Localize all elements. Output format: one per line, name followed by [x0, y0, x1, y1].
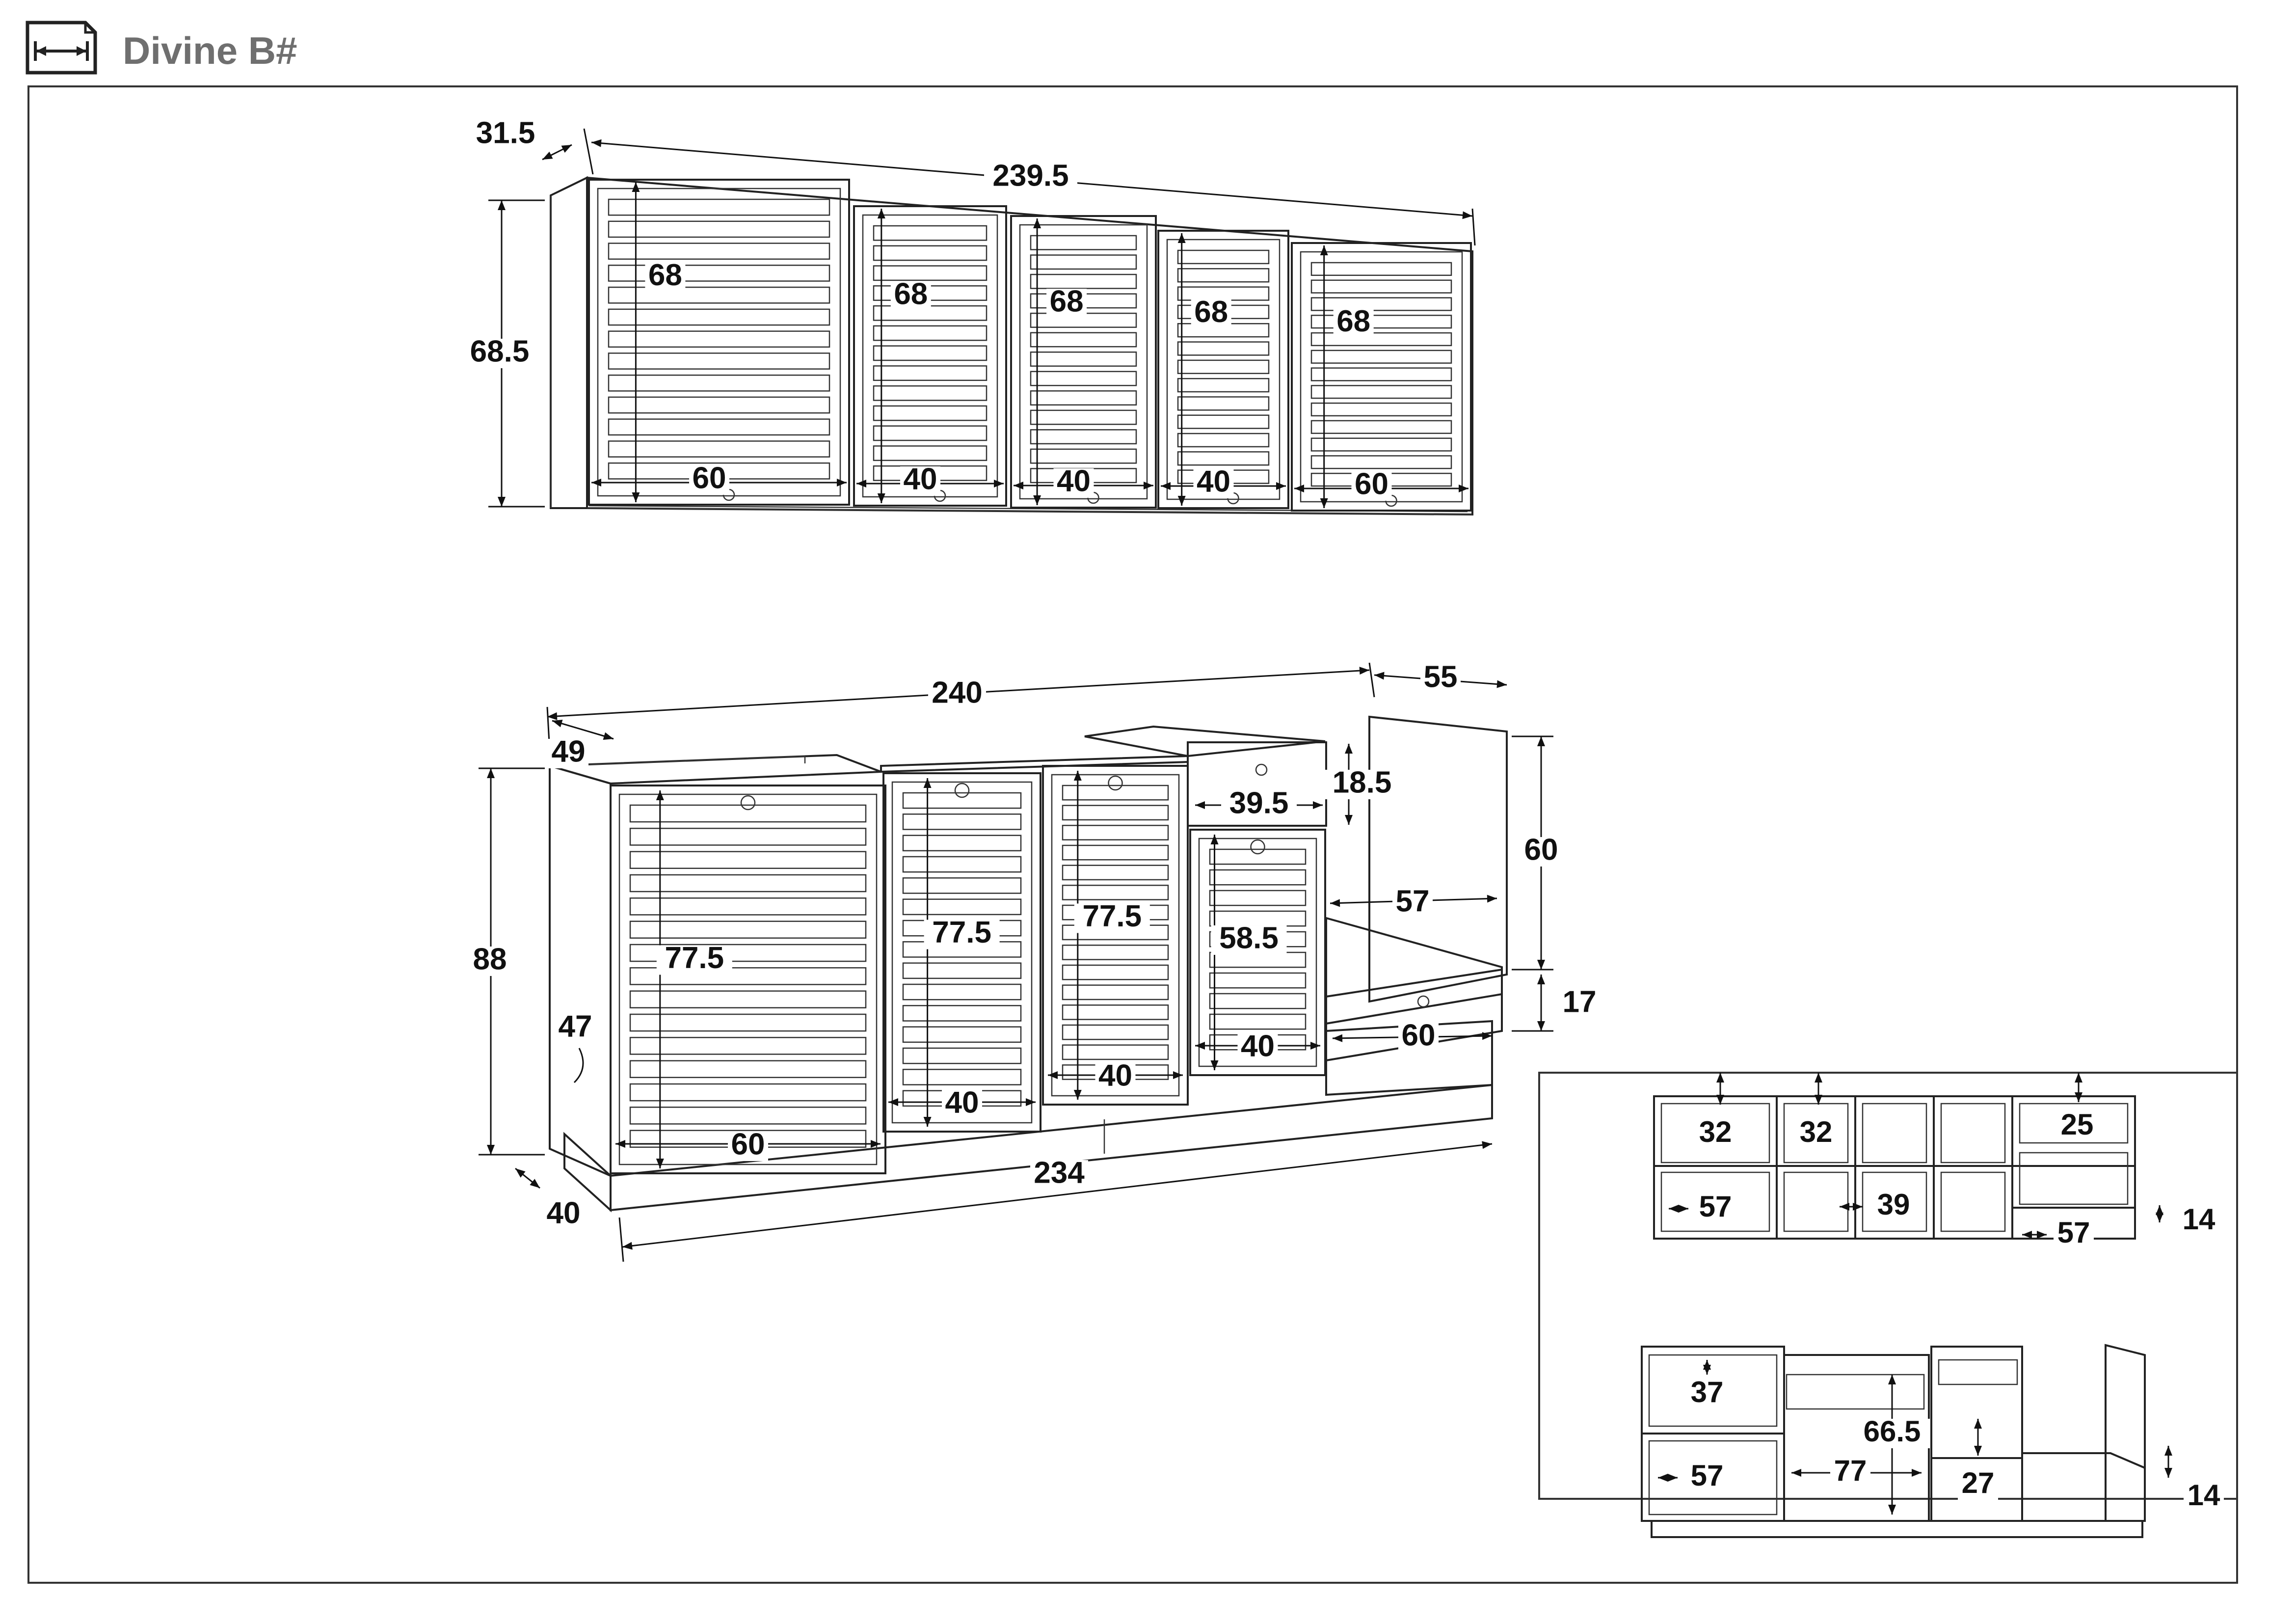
inset-panel: 32 32 25 57 39 57 14 37 66.5 57 77 27 14 — [1538, 1072, 2238, 1538]
door-height-label: 68 — [648, 258, 682, 292]
door-height-label: 68 — [894, 277, 928, 311]
inset-dimension-label: 77 — [1834, 1454, 1867, 1487]
door-width-label: 60 — [1355, 467, 1388, 501]
plinth-depth-label: 40 — [547, 1196, 581, 1230]
inset-dimension-label: 32 — [1699, 1115, 1732, 1148]
door-height-label: 68 — [1050, 285, 1084, 319]
inset-dimension-label: 57 — [1691, 1459, 1724, 1492]
door-width-label: 40 — [904, 462, 937, 496]
inset-dimensions: 32 32 25 57 39 57 14 37 66.5 57 77 27 14 — [1658, 1073, 2224, 1515]
drawer-width-label: 39.5 — [1229, 786, 1289, 820]
lower-door — [882, 772, 1041, 1133]
lower-base-cabinet — [549, 715, 1508, 1213]
inset-dimension-label: 32 — [1800, 1115, 1833, 1148]
height-label: 68.5 — [470, 334, 530, 368]
inset-dimension-label: 57 — [2057, 1216, 2090, 1249]
inset-dimension-label: 66.5 — [1864, 1415, 1921, 1448]
upper-door — [1010, 215, 1157, 509]
inset-dimension-label: 39 — [1877, 1188, 1910, 1221]
door-width-label: 40 — [1197, 464, 1230, 498]
door-height-label: 77.5 — [665, 941, 724, 975]
upper-door — [588, 179, 850, 506]
door-height-label: 77.5 — [1082, 899, 1142, 933]
page-title: Divine B# — [123, 29, 297, 72]
header: Divine B# — [25, 20, 515, 83]
overall-width-label: 240 — [932, 676, 982, 709]
inner-width-label: 57 — [1396, 884, 1430, 918]
plinth-width-label: 234 — [1034, 1156, 1085, 1190]
inset-dimension-label: 27 — [1962, 1466, 1995, 1499]
door-height-label: 68 — [1336, 304, 1370, 338]
lower-door — [610, 785, 886, 1174]
inner-depth-label: 47 — [559, 1009, 592, 1043]
door-height-label: 68 — [1194, 295, 1228, 329]
door-height-label: 58.5 — [1219, 921, 1279, 955]
height-label: 88 — [473, 942, 507, 976]
drawer-height-label: 18.5 — [1333, 765, 1392, 799]
door-width-label: 60 — [731, 1127, 765, 1161]
door-width-label: 60 — [693, 461, 726, 495]
panel-height-label: 60 — [1524, 833, 1558, 866]
side-depth-label: 55 — [1424, 660, 1458, 694]
upper-door — [853, 205, 1007, 507]
dimension-annotations: 68 60 68 40 68 40 68 40 68 60 239.5 31.5 68.5 77.5 60 7… — [462, 116, 1600, 1262]
width-measure-icon — [26, 21, 97, 75]
door-width-label: 40 — [1057, 464, 1091, 498]
drawing-frame — [27, 85, 2238, 1584]
upper-doors — [588, 179, 1472, 512]
inset-upper-drawing — [1653, 1095, 2136, 1240]
lower-doors — [610, 765, 1326, 1174]
inset-dimension-label: 57 — [1699, 1190, 1732, 1223]
door-width-label: 40 — [1241, 1029, 1275, 1063]
base-height-label: 17 — [1563, 985, 1597, 1019]
overall-width-label: 239.5 — [992, 159, 1068, 192]
inset-dimension-label: 14 — [2188, 1479, 2220, 1512]
lower-door — [1042, 765, 1189, 1106]
top-depth-label: 49 — [552, 734, 586, 768]
inset-dimension-label: 14 — [2183, 1203, 2216, 1236]
inset-dimension-label: 37 — [1691, 1376, 1724, 1408]
inset-dimension-label: 25 — [2061, 1108, 2094, 1141]
depth-label: 31.5 — [476, 116, 535, 150]
door-width-label: 40 — [1098, 1058, 1132, 1092]
door-height-label: 77.5 — [932, 916, 991, 949]
base-width-label: 60 — [1402, 1018, 1436, 1052]
upper-wall-cabinet — [550, 176, 1473, 516]
door-width-label: 40 — [945, 1085, 979, 1119]
